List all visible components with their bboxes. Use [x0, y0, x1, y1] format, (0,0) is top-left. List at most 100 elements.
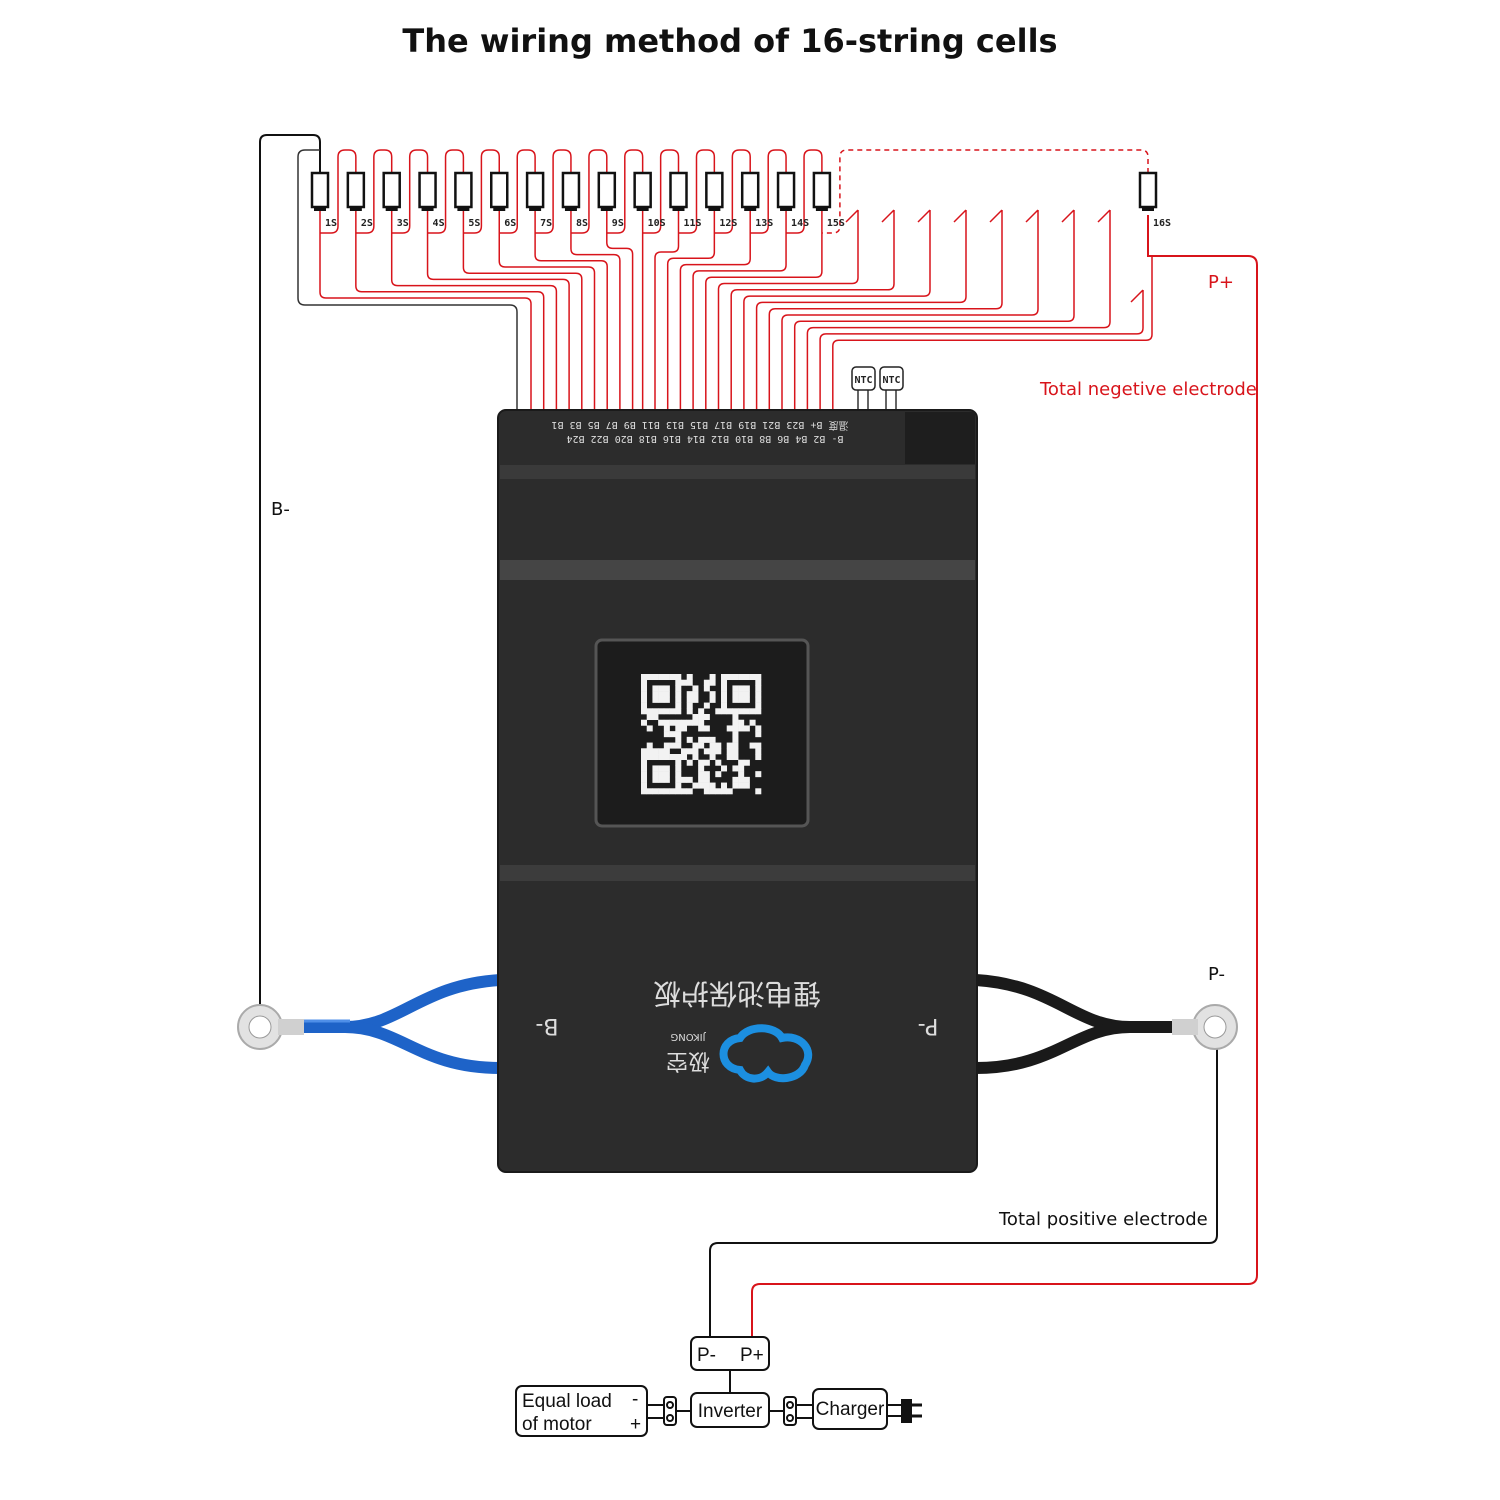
- battery-cell: 11S: [669, 171, 702, 229]
- cell-label: 15S: [827, 218, 845, 229]
- balance-tap-wire: [355, 210, 545, 412]
- series-link-wire: [391, 149, 429, 234]
- board-terminal-p: P-: [918, 1013, 939, 1038]
- balance-tap-wire: [534, 210, 608, 412]
- balance-tap-wire: [679, 210, 751, 412]
- cell-label: 4S: [433, 218, 445, 229]
- battery-cell: 12S: [705, 171, 737, 229]
- series-link-wire: [463, 149, 500, 234]
- ntc-label: NTC: [882, 375, 900, 386]
- battery-cell: 2S: [346, 171, 373, 229]
- balance-tap-wire: [832, 256, 1153, 412]
- cell-label: 9S: [612, 218, 624, 229]
- ntc-sensor: [879, 366, 904, 391]
- balance-tap-wire: [390, 210, 558, 412]
- cell-label: 12S: [719, 218, 737, 229]
- series-link-wire: [606, 149, 644, 234]
- cell-label: 6S: [504, 218, 516, 229]
- series-link-wire: [786, 149, 823, 234]
- battery-cell: 5S: [454, 171, 480, 229]
- ntc-label: NTC: [854, 375, 872, 386]
- load-system: [515, 1336, 922, 1437]
- balance-tap-wire: [692, 210, 787, 412]
- balance-tap-wire: [319, 210, 532, 412]
- battery-cell: 8S: [561, 171, 588, 229]
- inverter-label: Inverter: [698, 1401, 763, 1422]
- balance-tap-wire: [570, 210, 621, 412]
- qr-code: [637, 670, 765, 798]
- cell-label: 11S: [684, 218, 702, 229]
- b-minus-wire: [259, 134, 321, 1005]
- unused-tap-wire: [730, 209, 895, 412]
- total-positive-label: Total positive electrode: [998, 1209, 1208, 1230]
- unused-tap-wire: [819, 289, 1144, 412]
- unused-tap-wire: [768, 209, 1003, 412]
- cell-label: 16S: [1153, 218, 1171, 229]
- battery-cell: 3S: [382, 171, 409, 229]
- balance-tap-wire: [426, 210, 570, 412]
- load-label-line1: Equal load: [522, 1391, 612, 1412]
- battery-cell: 16S: [1138, 171, 1171, 229]
- b-minus-sense-wire: [297, 149, 518, 412]
- balance-tap-wire: [462, 210, 583, 412]
- load-plus: +: [630, 1414, 641, 1435]
- balance-tap-wire: [654, 210, 680, 412]
- battery-cell: 15S: [812, 171, 845, 229]
- total-negative-label: Total negetive electrode: [1039, 379, 1257, 400]
- cell-label: 3S: [397, 218, 409, 229]
- b-minus-label: B-: [271, 499, 290, 520]
- series-link-wire: [678, 149, 716, 234]
- unused-tap-wire: [806, 209, 1111, 412]
- p-plus-wire: [751, 215, 1258, 1338]
- brand-name: JIKONG: [670, 1031, 706, 1042]
- b-minus-cable: [237, 974, 501, 1074]
- cell-label: 8S: [576, 218, 588, 229]
- battery-cell: 6S: [490, 171, 516, 229]
- series-link-wire: [714, 149, 751, 234]
- battery-cell: 10S: [633, 171, 666, 229]
- pin-labels-row: 温度 B+ B23 B21 B19 B17 B15 B13 B11 B9 B7 …: [552, 419, 849, 432]
- series-link-wire: [821, 149, 1149, 234]
- cell-label: 7S: [540, 218, 552, 229]
- terminal-p-plus: P+: [740, 1345, 764, 1366]
- cell-label: 2S: [361, 218, 373, 229]
- series-link-wire: [499, 149, 536, 234]
- page-title: The wiring method of 16-string cells: [402, 22, 1057, 60]
- charger-label: Charger: [816, 1399, 885, 1420]
- series-link-wire: [535, 149, 572, 234]
- unused-tap-wire: [755, 209, 967, 412]
- battery-cell: 7S: [525, 171, 552, 229]
- ntc-sensor: [851, 366, 876, 391]
- charger-box: [812, 1388, 888, 1430]
- series-link-wire: [750, 149, 787, 234]
- inverter-box: [690, 1392, 770, 1428]
- unused-tap-wire: [781, 209, 1039, 412]
- balance-tap-wire: [666, 210, 716, 412]
- series-link-wire: [642, 149, 680, 234]
- cell-label: 1S: [325, 218, 337, 229]
- series-link-wire: [427, 149, 465, 234]
- ntc-sensors: NTC NTC: [851, 366, 904, 412]
- cell-label: 10S: [648, 218, 666, 229]
- board-terminal-b: B-: [535, 1013, 558, 1038]
- load-box: [515, 1385, 648, 1437]
- p-plus-label: P+: [1208, 272, 1234, 293]
- board-name-cn: 锂电池保护板: [653, 977, 821, 1010]
- battery-cell: 4S: [418, 171, 445, 229]
- p-minus-cable: [975, 974, 1238, 1074]
- series-link-wire: [355, 149, 393, 234]
- balance-tap-wire: [498, 210, 596, 412]
- unused-tap-wire: [717, 209, 859, 412]
- pin-labels-row: B- B2 B4 B6 B8 B10 B12 B14 B16 B18 B20 B…: [567, 433, 844, 444]
- p-minus-wire: [709, 1040, 1218, 1338]
- balance-tap-wire: [705, 210, 823, 412]
- load-minus: -: [632, 1389, 638, 1410]
- balance-wires: [319, 149, 1153, 412]
- unused-tap-wire: [743, 209, 931, 412]
- balance-tap-wire: [606, 210, 634, 412]
- jikong-logo-icon: [719, 1024, 813, 1083]
- cell-label: 5S: [468, 218, 480, 229]
- load-label-line2: of motor: [522, 1414, 592, 1435]
